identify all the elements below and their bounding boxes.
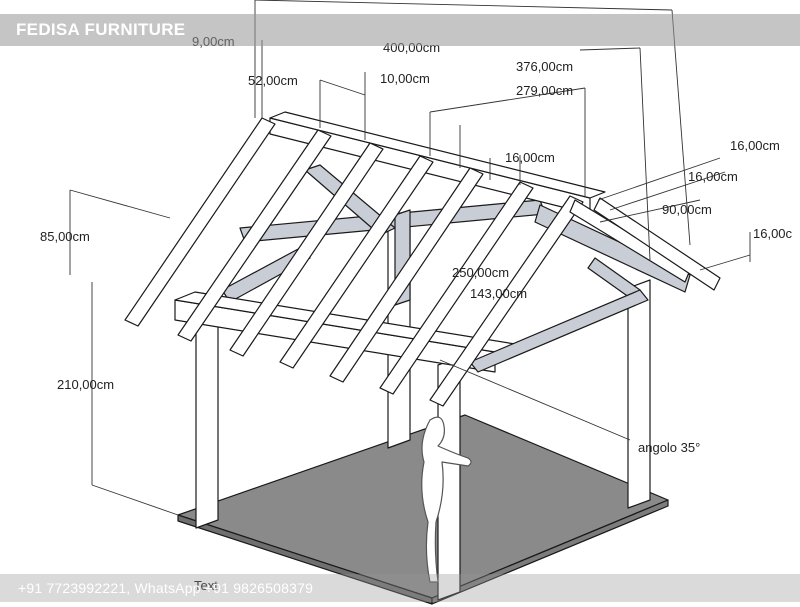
- text-tag: Text: [194, 578, 218, 593]
- rafter: [279, 155, 434, 369]
- dim-52: 52,00cm: [248, 73, 298, 88]
- rafter: [429, 195, 584, 407]
- bottom-banner: [0, 574, 800, 602]
- dim-16d: 16,00c: [753, 226, 793, 241]
- dim-16b: 16,00cm: [730, 138, 780, 153]
- dim-376: 376,00cm: [516, 59, 573, 74]
- contact-info: +91 7723992221, WhatsApp +91 9826508379: [18, 580, 314, 596]
- rafters-right: [569, 197, 721, 291]
- rafter: [329, 167, 484, 383]
- rafter: [229, 142, 384, 357]
- dim-250: 250,00cm: [452, 265, 509, 280]
- post-back-right: [627, 279, 651, 509]
- dimension-lines: [69, 0, 751, 516]
- dim-angle: angolo 35°: [638, 440, 700, 455]
- dim-143: 143,00cm: [470, 286, 527, 301]
- floor-edge-right: [431, 499, 669, 605]
- dim-279: 279,00cm: [516, 83, 573, 98]
- post-front-left: [195, 306, 219, 529]
- dim-10: 10,00cm: [380, 71, 430, 86]
- rafter: [379, 181, 534, 395]
- dim-90: 90,00cm: [662, 202, 712, 217]
- rafter: [593, 197, 721, 291]
- brand-name: FEDISA FURNITURE: [16, 20, 186, 39]
- person-silhouette: [421, 416, 472, 583]
- beam-side-right: [469, 289, 649, 373]
- rafter: [124, 117, 276, 327]
- top-banner: [0, 14, 800, 46]
- rafter: [177, 129, 332, 342]
- dim-85: 85,00cm: [40, 229, 90, 244]
- dim-16c: 16,00cm: [688, 169, 738, 184]
- rafters-front: [124, 117, 584, 407]
- ridge-beam-top: [269, 111, 606, 199]
- dim-16a: 16,00cm: [505, 150, 555, 165]
- dim-210: 210,00cm: [57, 377, 114, 392]
